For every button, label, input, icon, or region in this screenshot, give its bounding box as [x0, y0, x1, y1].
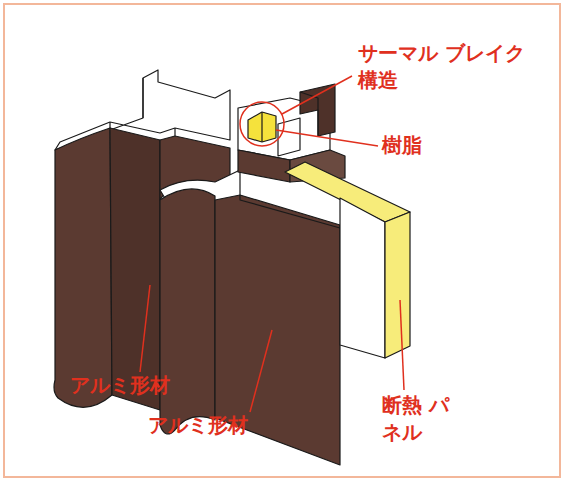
part-label: アルミ形材 [148, 412, 288, 439]
part-label: アルミ形材 [70, 372, 210, 399]
part-label: サーマル ブレイク構造 [358, 40, 528, 94]
insulation-panel [285, 162, 410, 358]
aluminium-profile-right [160, 84, 345, 465]
part-label: 樹脂 [382, 132, 462, 159]
part-label: 断熱 パネル [382, 392, 452, 446]
leader-lines [140, 76, 404, 412]
frame [4, 4, 560, 477]
